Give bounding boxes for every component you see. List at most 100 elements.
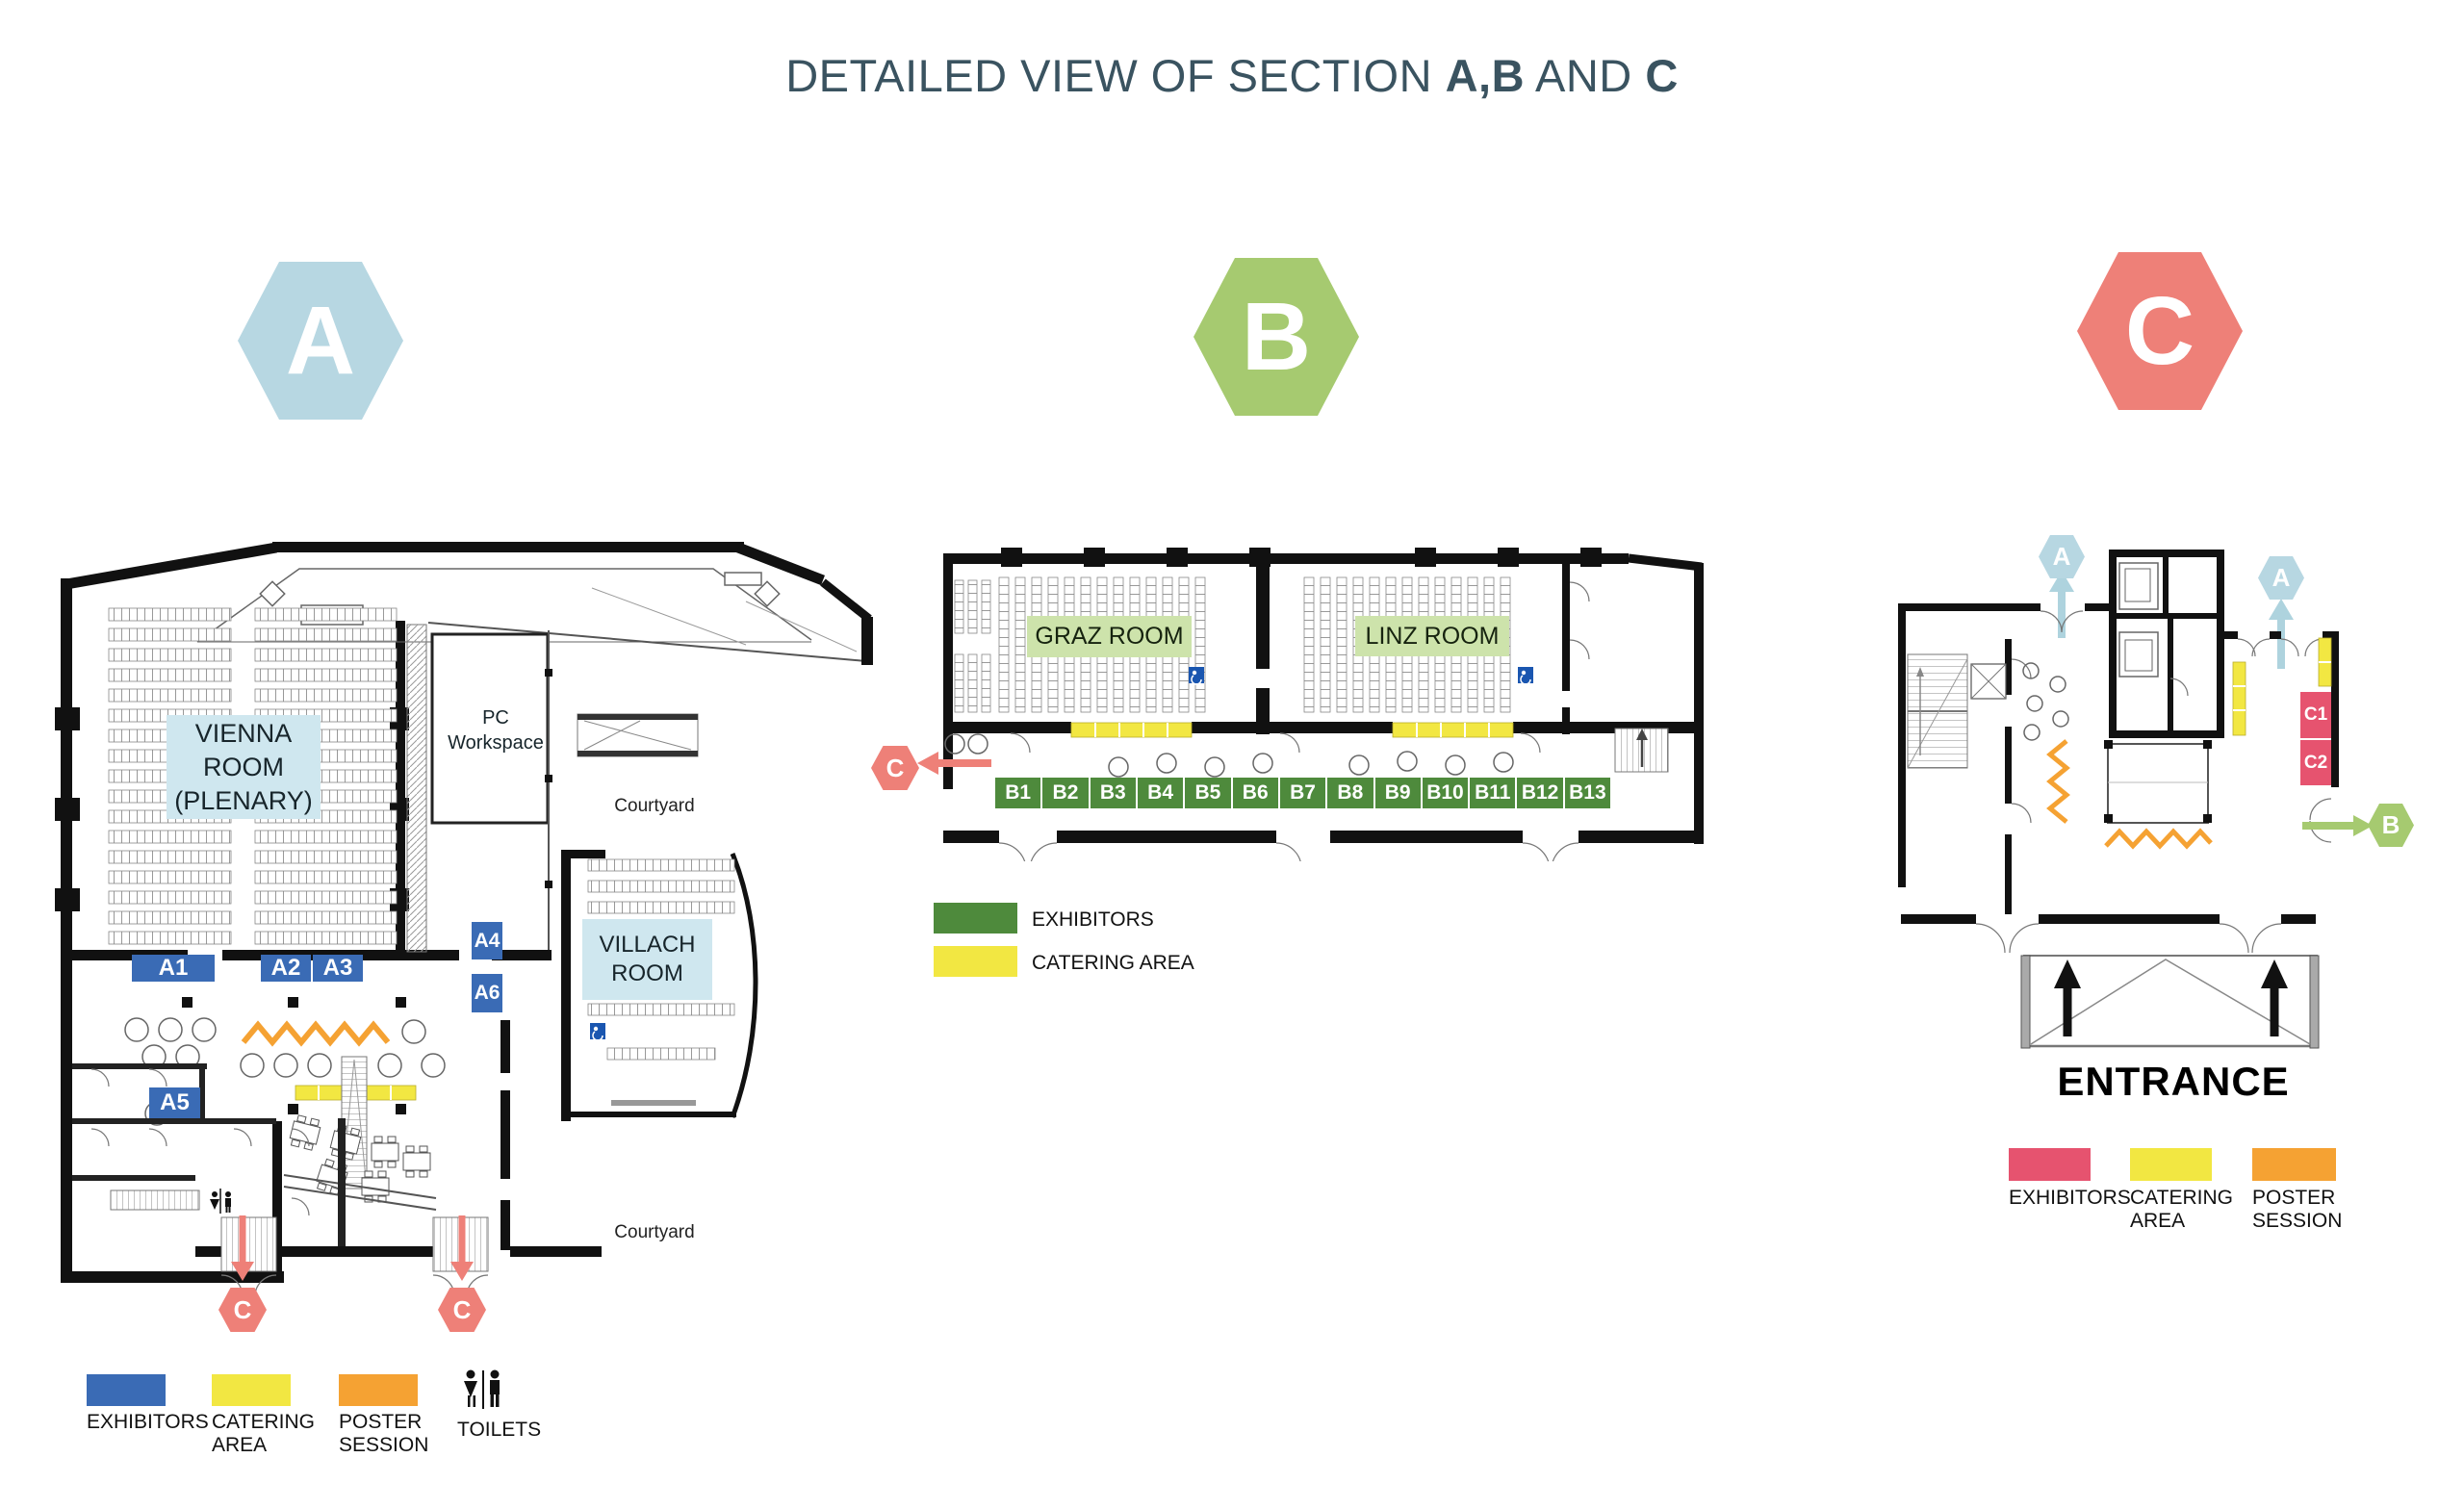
floor-plan-c xyxy=(1898,550,2373,1049)
legend-c-catering-swatch xyxy=(2130,1148,2212,1181)
legend-b-exhibitors-label: EXHIBITORS xyxy=(1032,908,1154,931)
exit-arrow-down-2 xyxy=(450,1215,474,1281)
entrance-arrow-1 xyxy=(2054,959,2081,1036)
booth-b12: B12 xyxy=(1517,778,1563,808)
booth-b1: B1 xyxy=(995,778,1041,808)
courtyard-bridge xyxy=(577,713,699,757)
legend-a-exhibitors-label: EXHIBITORS xyxy=(87,1411,209,1433)
catering-strip-linz xyxy=(1392,722,1514,738)
wheelchair-icon xyxy=(590,1023,605,1039)
booth-b10: B10 xyxy=(1422,778,1469,808)
section-b-letter: B xyxy=(1241,282,1312,391)
section-a-hexagon: A xyxy=(238,262,403,420)
side-ramp xyxy=(406,624,427,953)
door-arcs xyxy=(998,581,1656,861)
booth-b9: B9 xyxy=(1374,778,1421,808)
vienna-room-label: VIENNA ROOM (PLENARY) xyxy=(167,715,321,819)
courtyard-label-bottom: Courtyard xyxy=(614,1222,695,1242)
section-link-arrow-a2 xyxy=(2269,599,2294,669)
title-pre: DETAILED VIEW OF SECTION xyxy=(785,50,1446,102)
booth-a3: A3 xyxy=(313,955,363,982)
section-link-arrow-b xyxy=(2302,815,2373,836)
b-wing-roof xyxy=(1628,553,1703,572)
catering-strip-a xyxy=(295,1085,417,1101)
catering-strip-c-right xyxy=(2318,637,2332,687)
link-marker-a-1: A xyxy=(2039,535,2085,578)
linz-seating xyxy=(1303,576,1533,713)
legend-a-poster-swatch xyxy=(339,1374,418,1406)
booth-a2: A2 xyxy=(261,955,311,982)
catering-strip-graz xyxy=(1070,722,1193,738)
c-cocktail-tables xyxy=(2022,662,2069,741)
title-bold-c: C xyxy=(1645,50,1679,102)
villach-room-label: VILLACH ROOM xyxy=(582,919,712,1000)
title-bold-ab: A,B xyxy=(1445,50,1526,102)
entrance-arrow-2 xyxy=(2261,959,2288,1036)
entrance-label: ENTRANCE xyxy=(2057,1059,2290,1104)
booth-b4: B4 xyxy=(1137,778,1184,808)
legend-c-exhibitors-label: EXHIBITORS xyxy=(2009,1187,2131,1209)
service-rooms xyxy=(61,956,346,1283)
booth-b7: B7 xyxy=(1279,778,1326,808)
legend-toilets-icon xyxy=(464,1369,500,1409)
courtyard-label-top: Courtyard xyxy=(614,796,695,816)
foyer-columns xyxy=(182,997,406,1114)
x-brace-box xyxy=(1970,663,2007,700)
legend-a-exhibitors-swatch xyxy=(87,1374,166,1406)
poster-session-zigzag xyxy=(241,1020,391,1047)
legend-b-catering-label: CATERING AREA xyxy=(1032,952,1194,974)
link-marker-a-2: A xyxy=(2258,556,2304,600)
booth-b2: B2 xyxy=(1042,778,1089,808)
wheelchair-icon xyxy=(1518,667,1533,683)
poster-zigzag-vertical xyxy=(2046,739,2070,824)
c-stairs xyxy=(1907,653,1968,769)
legend-b-exhibitors-swatch xyxy=(934,903,1017,934)
floor-plan-b xyxy=(917,548,1704,861)
booth-b3: B3 xyxy=(1090,778,1136,808)
courtyard-wall xyxy=(545,630,552,950)
booth-a5: A5 xyxy=(149,1087,200,1118)
booth-a1: A1 xyxy=(132,955,215,982)
b-right-stairs xyxy=(1614,728,1669,773)
booth-b6: B6 xyxy=(1232,778,1278,808)
legend-b-catering-swatch xyxy=(934,946,1017,977)
catering-strip-c-left xyxy=(2232,661,2246,736)
toilets-icon xyxy=(210,1189,231,1214)
booth-b11: B11 xyxy=(1470,778,1516,808)
ramp-walkway xyxy=(283,1174,437,1211)
booth-b13: B13 xyxy=(1564,778,1611,808)
wheelchair-icon xyxy=(1189,667,1204,683)
entrance-canopy xyxy=(2020,955,2320,1049)
booth-c1: C1 xyxy=(2300,692,2331,738)
legend-a-catering-label: CATERING AREA xyxy=(212,1411,315,1456)
exit-arrow-left xyxy=(917,752,991,775)
legend-c-poster-swatch xyxy=(2252,1148,2336,1181)
section-b-hexagon: B xyxy=(1194,258,1359,416)
booth-a4: A4 xyxy=(472,922,502,959)
section-a-letter: A xyxy=(285,286,356,395)
pc-workspace-room xyxy=(430,632,550,825)
roof-wing xyxy=(427,578,873,665)
booth-row-b: B1 B2 B3 B4 B5 B6 B7 B8 B9 B10 B11 B12 B… xyxy=(995,778,1611,808)
legend-a-catering-swatch xyxy=(212,1374,291,1406)
b-walls xyxy=(943,548,1704,844)
graz-room-label: GRAZ ROOM xyxy=(1027,616,1192,657)
linz-room-label: LINZ ROOM xyxy=(1355,616,1509,656)
booth-c2: C2 xyxy=(2300,740,2331,785)
exit-arrow-down-1 xyxy=(231,1215,254,1281)
graz-seating xyxy=(954,576,1206,713)
floor-plan-a xyxy=(55,542,873,1297)
upper-core-block xyxy=(2109,550,2224,738)
legend-c-catering-label: CATERING AREA xyxy=(2130,1187,2233,1232)
section-c-hexagon: C xyxy=(2077,252,2243,410)
page-title: DETAILED VIEW OF SECTION A,B AND C xyxy=(0,49,2464,102)
legend-a-toilets-label: TOILETS xyxy=(457,1419,542,1441)
villach-room xyxy=(561,850,758,1121)
booth-b5: B5 xyxy=(1185,778,1231,808)
poster-zigzag-horizontal xyxy=(2104,828,2213,850)
legend-a-poster-label: POSTER SESSION xyxy=(339,1411,429,1456)
legend-c-poster-label: POSTER SESSION xyxy=(2252,1187,2343,1232)
legend-c-exhibitors-swatch xyxy=(2009,1148,2091,1181)
pc-workspace-label: PC Workspace xyxy=(448,707,544,754)
booth-b8: B8 xyxy=(1327,778,1373,808)
